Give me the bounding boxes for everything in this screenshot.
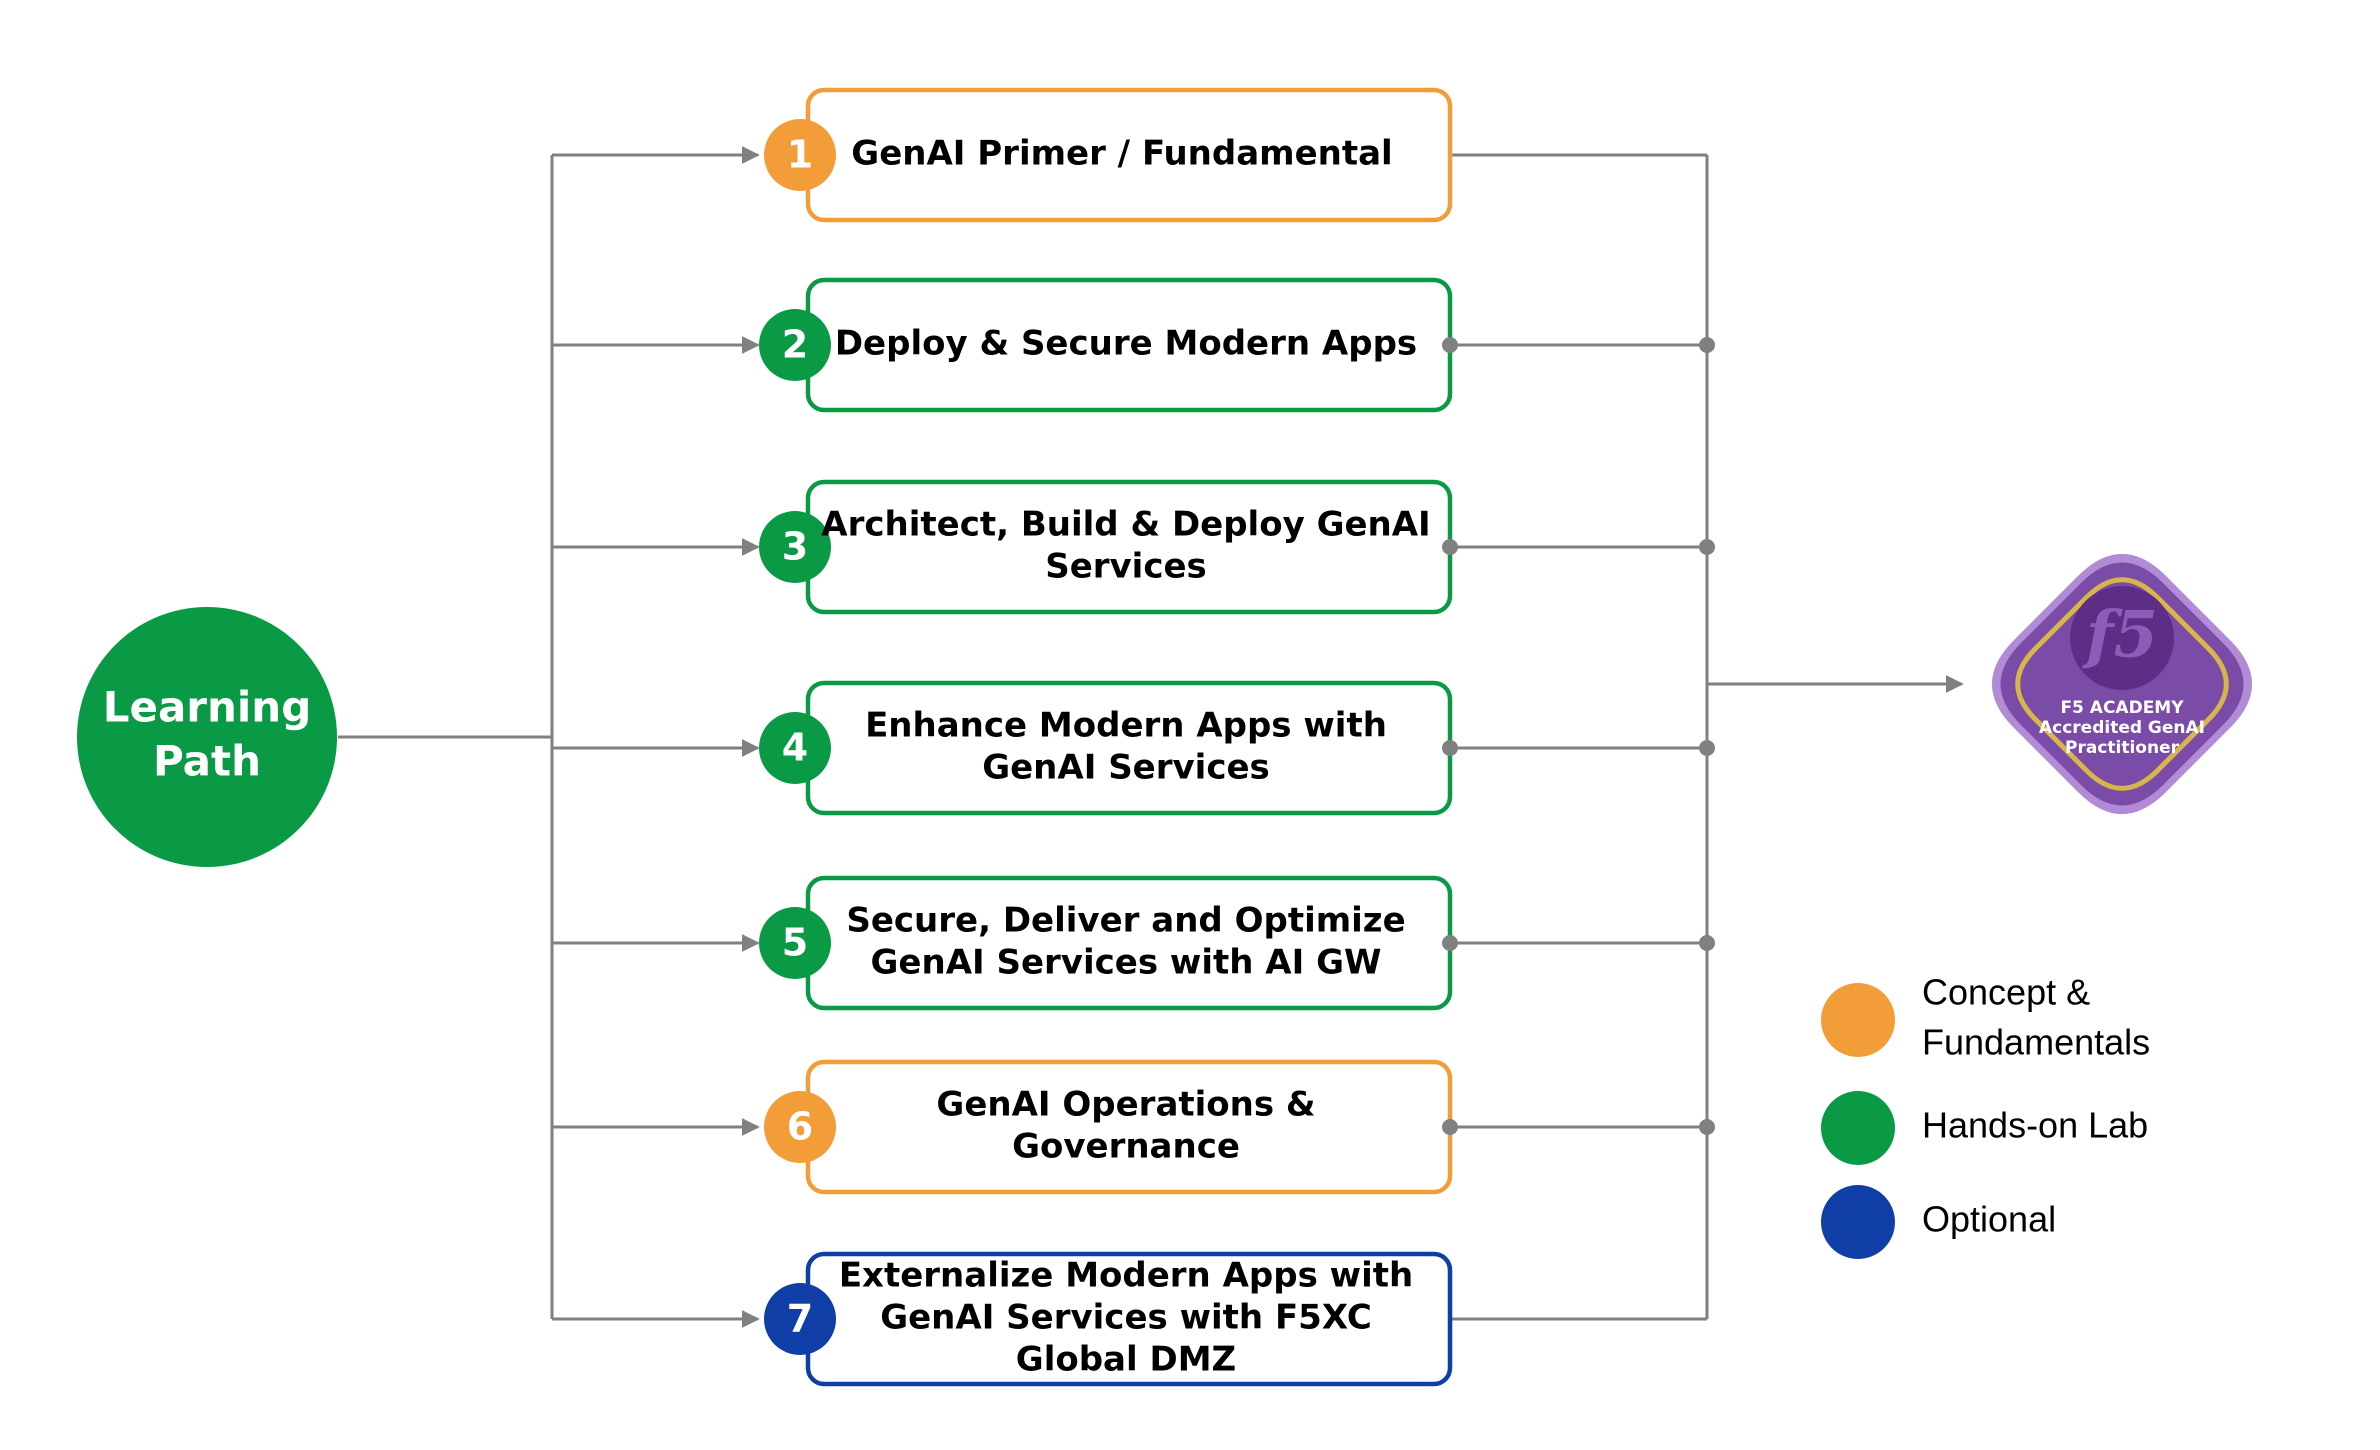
learning-path-label: Learning [103,683,312,732]
step-1: 1 GenAI Primer / Fundamental [764,87,1453,223]
legend-label: Fundamentals [1922,1022,2150,1063]
learning-path-circle [77,607,337,867]
badge-gold-ring [2015,577,2229,791]
step-2: 2 Deploy & Secure Modern Apps [759,277,1715,413]
connector-dot [1699,740,1715,756]
step-title: Enhance Modern Apps with [865,706,1387,746]
step-number-circle [764,1283,836,1355]
connector-dot [1442,740,1458,756]
connector-dot [1442,1119,1458,1135]
badge-label: Accredited GenAI [2039,718,2205,738]
step-6: 6 GenAI Operations &Governance [764,1059,1715,1195]
badge-label: Practitioner [2065,738,2180,758]
step-title: GenAI Services with AI GW [871,943,1382,983]
step-title: Architect, Build & Deploy GenAI [821,505,1430,545]
legend-label: Optional [1922,1199,2056,1240]
connector-dot [1699,539,1715,555]
legend-swatch-concept [1821,983,1895,1057]
f5-logo-circle [2070,586,2174,690]
step-title: GenAI Services with F5XC [880,1298,1372,1338]
step-number: 5 [782,921,808,965]
learning-path-label: Path [153,737,261,786]
step-title: Externalize Modern Apps with [839,1256,1413,1296]
connector-dot [1699,1119,1715,1135]
step-title: Services [1045,547,1207,587]
step-number: 7 [787,1297,813,1341]
step-number: 4 [782,726,808,770]
step-number-circle [759,309,831,381]
step-number-circle [764,119,836,191]
step-number-circle [759,712,831,784]
connector-dot [1699,935,1715,951]
step-title: GenAI Services [982,748,1270,788]
step-number-circle [759,511,831,583]
step-title: GenAI Primer / Fundamental [851,134,1392,174]
step-number: 1 [787,133,813,177]
connector-dot [1442,539,1458,555]
step-number-circle [759,907,831,979]
step-number: 2 [782,323,808,367]
step-title: Global DMZ [1016,1340,1236,1380]
legend-swatch-lab [1821,1091,1895,1165]
step-list: 1 GenAI Primer / Fundamental 2 Deploy & Sec… [759,87,1715,1387]
step-title: Governance [1012,1127,1240,1167]
step-title: GenAI Operations & [936,1085,1315,1125]
connector-dot [1442,935,1458,951]
step-title: Secure, Deliver and Optimize [846,901,1405,941]
step-number: 3 [782,525,808,569]
connector-dot [1699,337,1715,353]
connector-dot [1442,337,1458,353]
legend-label: Concept & [1922,972,2090,1013]
step-number: 6 [787,1105,813,1149]
legend-label: Hands-on Lab [1922,1105,2148,1146]
f5-logo-icon: f5 [2082,598,2158,673]
step-number-circle [764,1091,836,1163]
step-title: Deploy & Secure Modern Apps [835,324,1417,364]
legend-swatch-optional [1821,1185,1895,1259]
badge-label: F5 ACADEMY [2060,698,2184,718]
